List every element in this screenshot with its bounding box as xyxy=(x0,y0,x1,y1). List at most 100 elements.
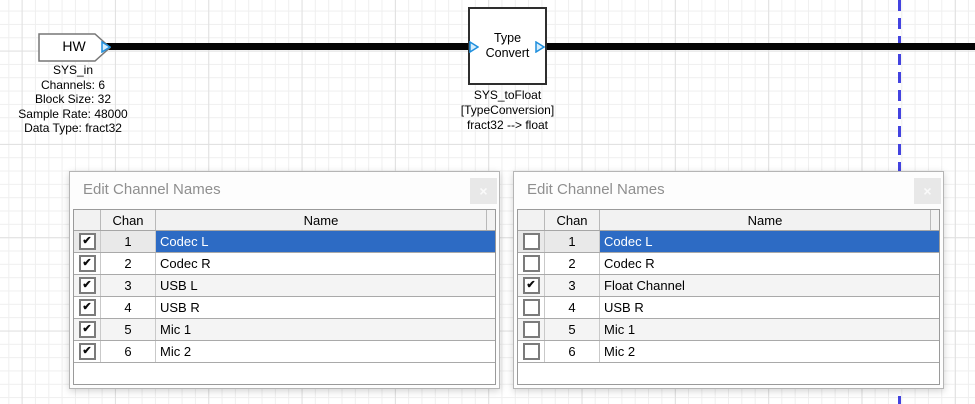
channel-checkbox[interactable] xyxy=(523,299,540,316)
channel-checkbox[interactable]: ✔ xyxy=(79,233,96,250)
chan-cell: 4 xyxy=(101,297,156,318)
table-row[interactable]: ✔ 3 Float Channel xyxy=(518,275,939,297)
name-cell[interactable]: Mic 2 xyxy=(156,341,495,362)
check-mark: ✔ xyxy=(82,302,91,313)
close-icon: × xyxy=(923,184,931,198)
chan-cell: 3 xyxy=(545,275,600,296)
signal-wire[interactable] xyxy=(106,43,471,50)
name-cell[interactable]: Codec L xyxy=(156,231,495,252)
channel-checkbox[interactable] xyxy=(523,343,540,360)
chan-cell: 6 xyxy=(101,341,156,362)
dialog-title: Edit Channel Names xyxy=(83,181,221,198)
hw-block-caption: SYS_in Channels: 6 Block Size: 32 Sample… xyxy=(3,63,143,136)
name-cell[interactable]: Float Channel xyxy=(600,275,939,296)
caption-line: [TypeConversion] xyxy=(437,103,578,118)
table-row[interactable]: ✔ 6 Mic 2 xyxy=(74,341,495,363)
table-row[interactable]: 2 Codec R xyxy=(518,253,939,275)
input-pin-icon[interactable] xyxy=(469,41,479,53)
name-cell[interactable]: Mic 2 xyxy=(600,341,939,362)
chan-cell: 1 xyxy=(101,231,156,252)
checkbox-cell[interactable] xyxy=(518,253,545,274)
checkbox-cell[interactable] xyxy=(518,297,545,318)
channel-checkbox[interactable] xyxy=(523,233,540,250)
table-row[interactable]: ✔ 2 Codec R xyxy=(74,253,495,275)
dialog-title: Edit Channel Names xyxy=(527,181,665,198)
edit-channel-names-dialog-1[interactable]: Edit Channel Names × Chan Name ✔ 1 Codec… xyxy=(69,171,500,389)
name-cell[interactable]: Mic 1 xyxy=(156,319,495,340)
table-row[interactable]: 5 Mic 1 xyxy=(518,319,939,341)
checkbox-cell[interactable]: ✔ xyxy=(74,341,101,362)
header-filler xyxy=(487,210,495,230)
channel-checkbox[interactable]: ✔ xyxy=(79,321,96,338)
channel-checkbox[interactable]: ✔ xyxy=(523,277,540,294)
name-cell[interactable]: USB R xyxy=(600,297,939,318)
chan-column-header: Chan xyxy=(545,210,600,230)
table-row[interactable]: ✔ 3 USB L xyxy=(74,275,495,297)
chan-cell: 3 xyxy=(101,275,156,296)
output-pin-icon[interactable] xyxy=(101,41,111,53)
name-cell[interactable]: Codec R xyxy=(600,253,939,274)
channel-checkbox[interactable]: ✔ xyxy=(79,299,96,316)
chan-cell: 6 xyxy=(545,341,600,362)
chan-cell: 1 xyxy=(545,231,600,252)
table-row[interactable]: ✔ 4 USB R xyxy=(74,297,495,319)
caption-line: SYS_in xyxy=(3,63,143,78)
table-header: Chan Name xyxy=(518,210,939,231)
channel-table[interactable]: Chan Name 1 Codec L 2 Codec R ✔ 3 Float … xyxy=(517,209,940,385)
checkbox-cell[interactable] xyxy=(518,231,545,252)
name-cell[interactable]: Codec L xyxy=(600,231,939,252)
dialog-titlebar[interactable]: Edit Channel Names × xyxy=(514,172,943,209)
channel-checkbox[interactable] xyxy=(523,255,540,272)
table-row[interactable]: ✔ 1 Codec L xyxy=(74,231,495,253)
chan-cell: 2 xyxy=(101,253,156,274)
chan-column-header: Chan xyxy=(101,210,156,230)
channel-table[interactable]: Chan Name ✔ 1 Codec L ✔ 2 Codec R ✔ 3 US… xyxy=(73,209,496,385)
caption-line: Sample Rate: 48000 xyxy=(3,107,143,122)
checkbox-column-header xyxy=(518,210,545,230)
check-mark: ✔ xyxy=(82,258,91,269)
caption-line: Block Size: 32 xyxy=(3,92,143,107)
table-row[interactable]: 4 USB R xyxy=(518,297,939,319)
channel-checkbox[interactable] xyxy=(523,321,540,338)
name-column-header: Name xyxy=(156,210,487,230)
check-mark: ✔ xyxy=(82,280,91,291)
checkbox-cell[interactable]: ✔ xyxy=(74,231,101,252)
name-cell[interactable]: USB R xyxy=(156,297,495,318)
checkbox-cell[interactable]: ✔ xyxy=(74,297,101,318)
checkbox-cell[interactable] xyxy=(518,319,545,340)
checkbox-cell[interactable]: ✔ xyxy=(74,275,101,296)
signal-wire[interactable] xyxy=(542,43,975,50)
name-cell[interactable]: Mic 1 xyxy=(600,319,939,340)
name-cell[interactable]: Codec R xyxy=(156,253,495,274)
table-header: Chan Name xyxy=(74,210,495,231)
table-row[interactable]: 1 Codec L xyxy=(518,231,939,253)
output-pin-icon[interactable] xyxy=(535,41,545,53)
label-line: Type xyxy=(486,31,530,46)
checkbox-cell[interactable]: ✔ xyxy=(518,275,545,296)
checkbox-cell[interactable]: ✔ xyxy=(74,253,101,274)
caption-line: Channels: 6 xyxy=(3,78,143,93)
table-row[interactable]: 6 Mic 2 xyxy=(518,341,939,363)
chan-cell: 5 xyxy=(545,319,600,340)
hw-block-label: HW xyxy=(44,38,104,54)
name-column-header: Name xyxy=(600,210,931,230)
checkbox-cell[interactable]: ✔ xyxy=(74,319,101,340)
close-button[interactable]: × xyxy=(914,178,941,204)
name-cell[interactable]: USB L xyxy=(156,275,495,296)
check-mark: ✔ xyxy=(82,236,91,247)
check-mark: ✔ xyxy=(526,280,535,291)
chan-cell: 5 xyxy=(101,319,156,340)
channel-checkbox[interactable]: ✔ xyxy=(79,255,96,272)
check-mark: ✔ xyxy=(82,346,91,357)
table-row[interactable]: ✔ 5 Mic 1 xyxy=(74,319,495,341)
close-button[interactable]: × xyxy=(470,178,497,204)
edit-channel-names-dialog-2[interactable]: Edit Channel Names × Chan Name 1 Codec L… xyxy=(513,171,944,389)
checkbox-cell[interactable] xyxy=(518,341,545,362)
header-filler xyxy=(931,210,939,230)
dialog-titlebar[interactable]: Edit Channel Names × xyxy=(70,172,499,209)
caption-line: SYS_toFloat xyxy=(437,88,578,103)
channel-checkbox[interactable]: ✔ xyxy=(79,277,96,294)
label-line: Convert xyxy=(486,46,530,61)
channel-checkbox[interactable]: ✔ xyxy=(79,343,96,360)
